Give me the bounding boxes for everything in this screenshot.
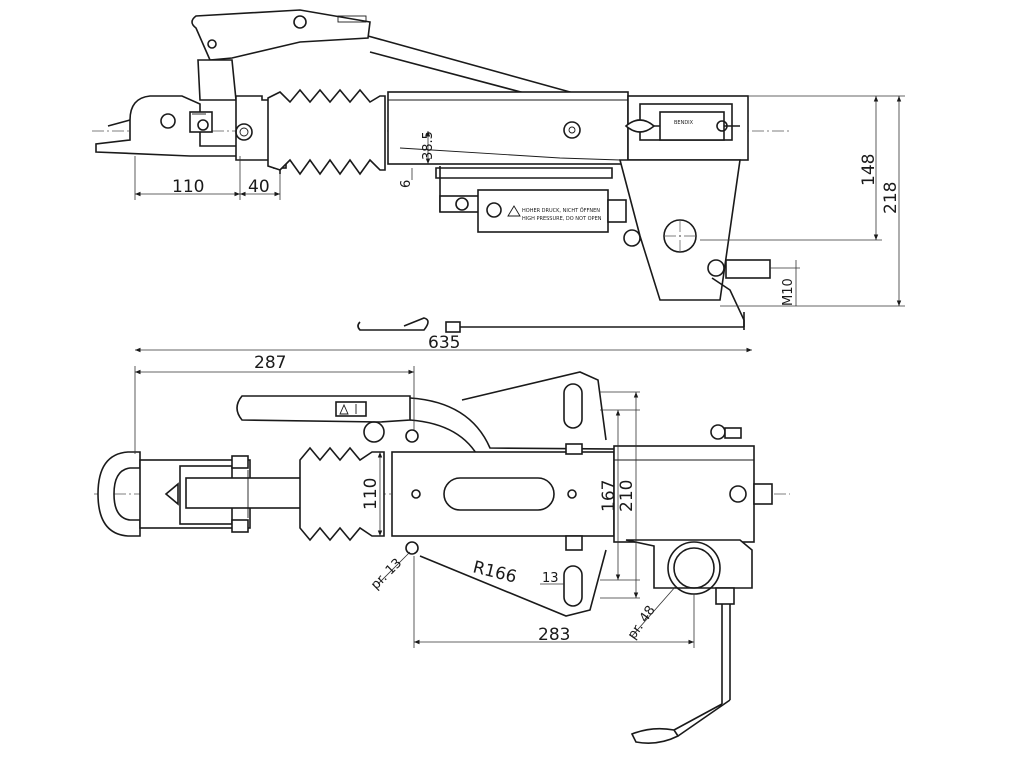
bellows-side [267,88,386,176]
dim-38-5: 38.5 [421,131,436,160]
rear-bracket-side: BENDIX [618,95,771,330]
dim-287: 287 [254,353,286,373]
side-view: BENDIX HOHER DRUCK, NICHT ÖFFNEN HIGH PR… [92,9,905,353]
dim-210: 210 [617,480,637,512]
handle-top [236,395,742,463]
dim-6: 6 [399,180,414,188]
crank-handle [630,604,731,744]
side-dimensions: 110 40 38.5 6 148 218 M10 635 [134,95,905,353]
damper-warning-line1: HOHER DRUCK, NICHT ÖFFNEN [522,207,600,214]
dim-110-side: 110 [172,177,204,197]
mounting-plate [419,371,607,617]
dim-283: 283 [538,625,570,645]
damper-warning-line2: HIGH PRESSURE, DO NOT OPEN [522,216,602,222]
coupling-head-top [97,451,325,537]
dim-167: 167 [599,480,619,512]
breakaway-cable [357,312,745,333]
dim-m10: M10 [781,278,796,306]
damper-side: HOHER DRUCK, NICHT ÖFFNEN HIGH PRESSURE,… [439,166,641,247]
dim-110-top: 110 [361,478,381,510]
bracket-label: BENDIX [674,120,694,126]
top-view: 287 110 167 210 pr. 13 R166 13 [94,353,790,744]
dim-40: 40 [248,177,270,197]
dim-218: 218 [881,182,901,214]
coupling-head-side [95,95,261,157]
dim-635: 635 [428,333,460,353]
dim-pr13: pr. 13 [368,556,405,593]
dim-13: 13 [542,571,559,586]
dim-pr48: pr. 48 [625,603,659,642]
bellows-top [299,446,385,542]
dim-148: 148 [859,154,879,186]
handbrake-lever [191,9,586,105]
drawbar-housing-top [391,429,615,555]
dim-r166: R166 [471,557,519,587]
